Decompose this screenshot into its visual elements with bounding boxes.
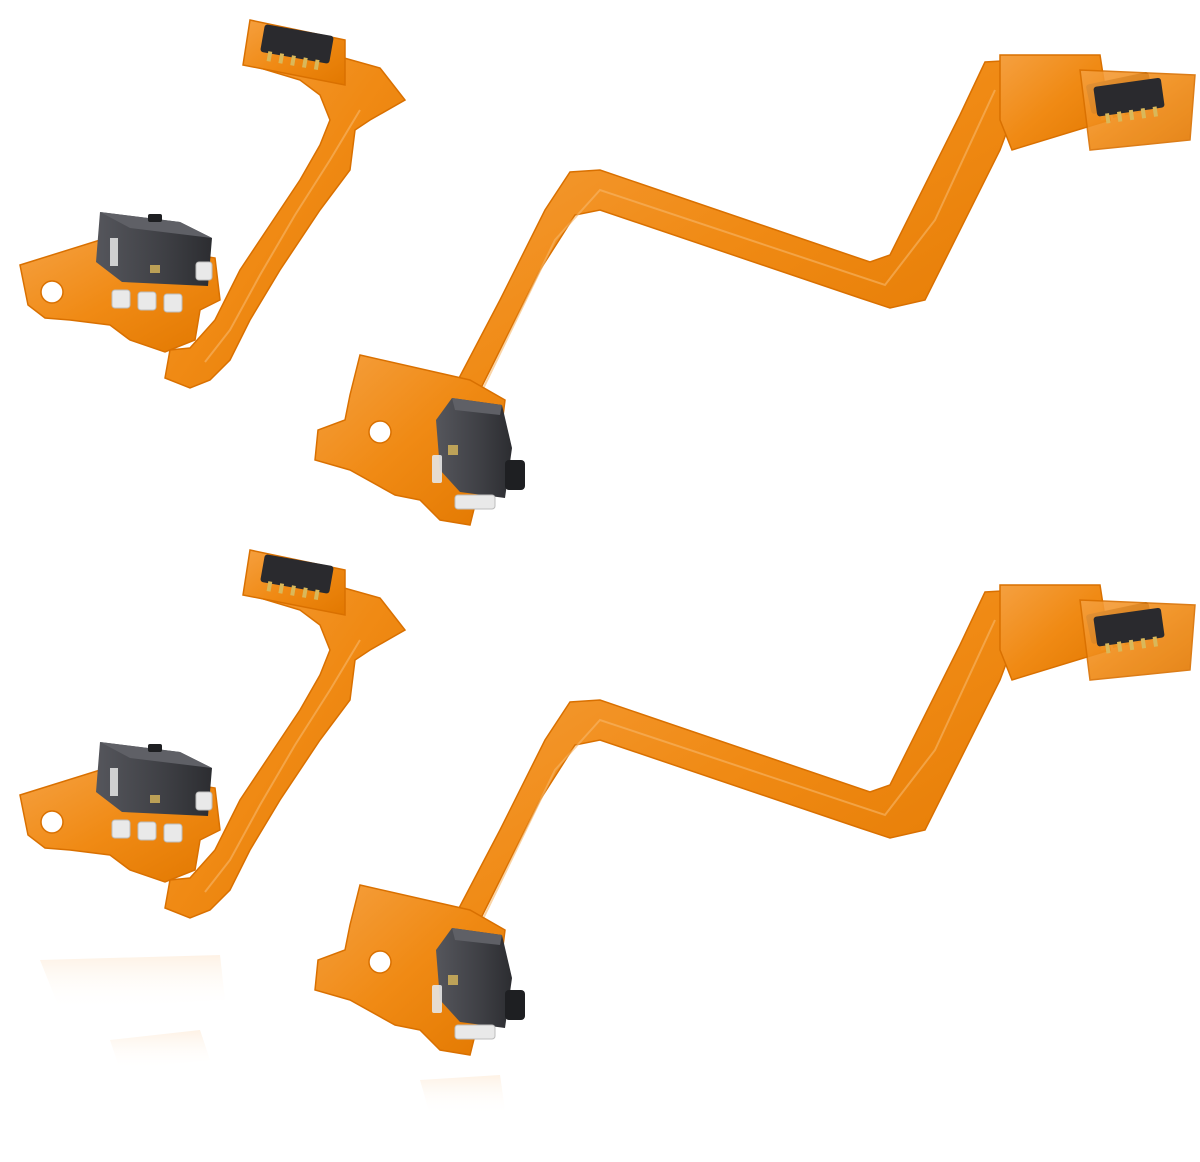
reflection	[40, 955, 505, 1115]
